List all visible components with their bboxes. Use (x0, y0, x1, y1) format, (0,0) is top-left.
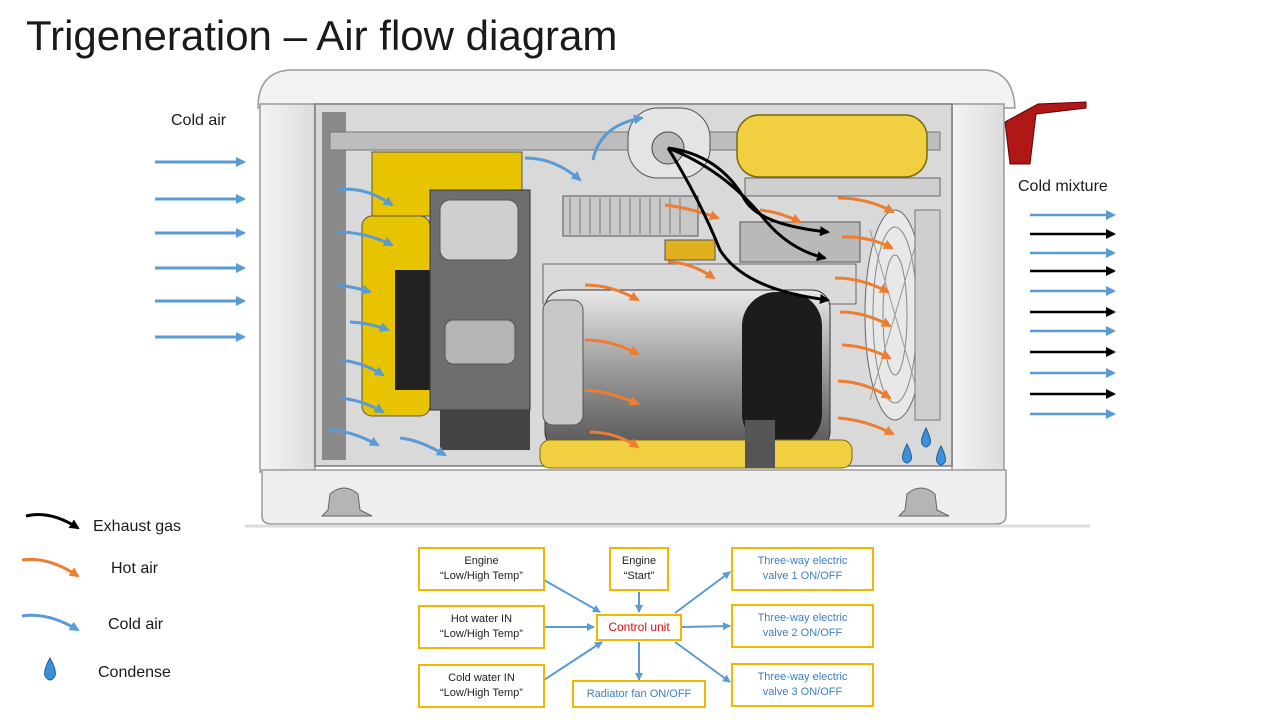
legend-cold-air-label: Cold air (108, 616, 164, 633)
legend-exhaust-icon (25, 513, 80, 530)
control-connectors (543, 571, 731, 683)
cold-air-inlet-label: Cold air (171, 112, 227, 129)
control-unit-label: Control unit (608, 620, 670, 634)
valve-1-box: Three-way electric valve 1 ON/OFF (731, 547, 874, 591)
valve-1-line1: Three-way electric (757, 555, 848, 567)
valve-3-box: Three-way electric valve 3 ON/OFF (731, 663, 874, 707)
engine-temp-line1: Engine (464, 555, 499, 567)
valve-2-line2: valve 2 ON/OFF (762, 627, 843, 639)
legend-hot-air-label: Hot air (111, 560, 159, 577)
cold-air-internal-arrows (327, 114, 644, 457)
valve-2-line1: Three-way electric (757, 612, 848, 624)
cold-mixture-output-arrows (1030, 210, 1116, 419)
cold-mixture-label: Cold mixture (1018, 178, 1108, 195)
cold-water-sensor-box: Cold water IN “Low/High Temp” (418, 664, 545, 708)
generator-machine (245, 69, 1090, 528)
legend-cold-air-icon (21, 613, 80, 632)
hot-water-line1: Hot water IN (450, 613, 513, 625)
valve-1-line2: valve 1 ON/OFF (762, 570, 843, 582)
hot-air-arrows (584, 196, 895, 449)
condense-drops (902, 426, 946, 466)
engine-start-box: Engine “Start” (609, 547, 669, 591)
legend-hot-air-icon (21, 557, 80, 578)
page-title: Trigeneration – Air flow diagram (26, 12, 618, 59)
hot-water-line2: “Low/High Temp” (440, 628, 523, 640)
cold-air-intake-arrows (155, 157, 246, 342)
engine-temp-line2: “Low/High Temp” (440, 570, 523, 582)
radiator-fan-box: Radiator fan ON/OFF (572, 680, 706, 708)
control-unit-box: Control unit (596, 614, 682, 641)
engine-start-line1: Engine (621, 555, 657, 567)
legend-condense-label: Condense (98, 664, 171, 681)
radiator-fan-label: Radiator fan ON/OFF (586, 687, 692, 700)
valve-2-box: Three-way electric valve 2 ON/OFF (731, 604, 874, 648)
valve-3-line2: valve 3 ON/OFF (762, 686, 843, 698)
legend-condense-icon (44, 656, 56, 681)
valve-3-line1: Three-way electric (757, 671, 848, 683)
cold-water-line2: “Low/High Temp” (440, 687, 523, 699)
cold-water-line1: Cold water IN (448, 672, 515, 684)
hot-water-sensor-box: Hot water IN “Low/High Temp” (418, 605, 545, 649)
legend-icons (21, 513, 80, 681)
legend-exhaust-label: Exhaust gas (93, 518, 182, 535)
engine-start-line2: “Start” (623, 570, 655, 582)
exhaust-gas-arrows (666, 146, 830, 305)
engine-temp-sensor-box: Engine “Low/High Temp” (418, 547, 545, 591)
